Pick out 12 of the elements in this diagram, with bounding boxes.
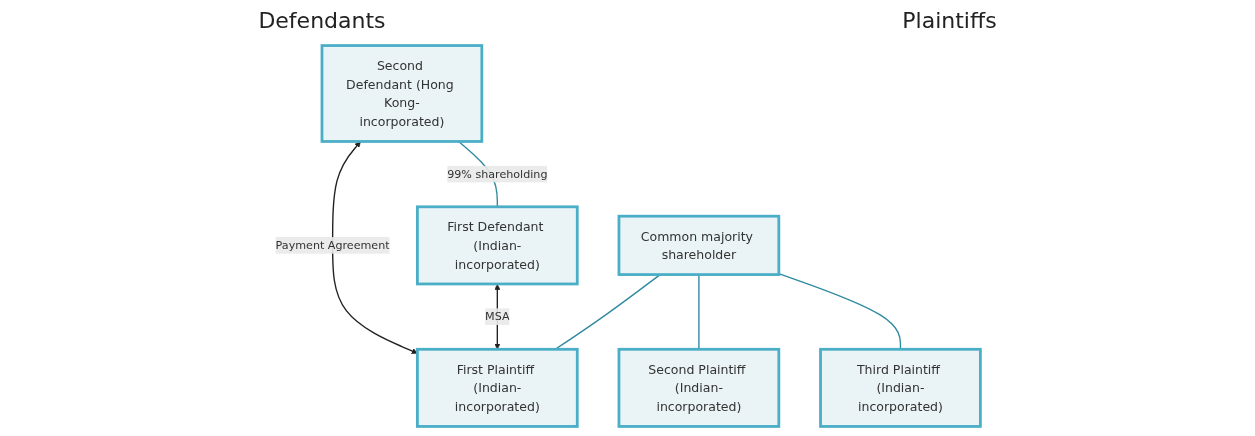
group-heading: Plaintiffs <box>902 7 997 33</box>
node-box: Second Plaintiff (Indian-incorporated) <box>617 347 780 428</box>
edge-label: Payment Agreement <box>275 238 390 252</box>
edge-label: MSA <box>484 309 510 323</box>
connector <box>777 272 901 350</box>
node-box: First Defendant (Indian-incorporated) <box>415 205 579 286</box>
node-box: First Plaintiff (Indian-incorporated) <box>415 347 579 428</box>
node-box: Third Plaintiff (Indian-incorporated) <box>818 347 982 428</box>
node-box: Common majority shareholder <box>617 214 780 276</box>
group-heading: Defendants <box>258 7 386 33</box>
edge-label: 99% shareholding <box>446 167 547 181</box>
node-box: Second Defendant (Hong Kong-incorporated) <box>320 44 483 143</box>
